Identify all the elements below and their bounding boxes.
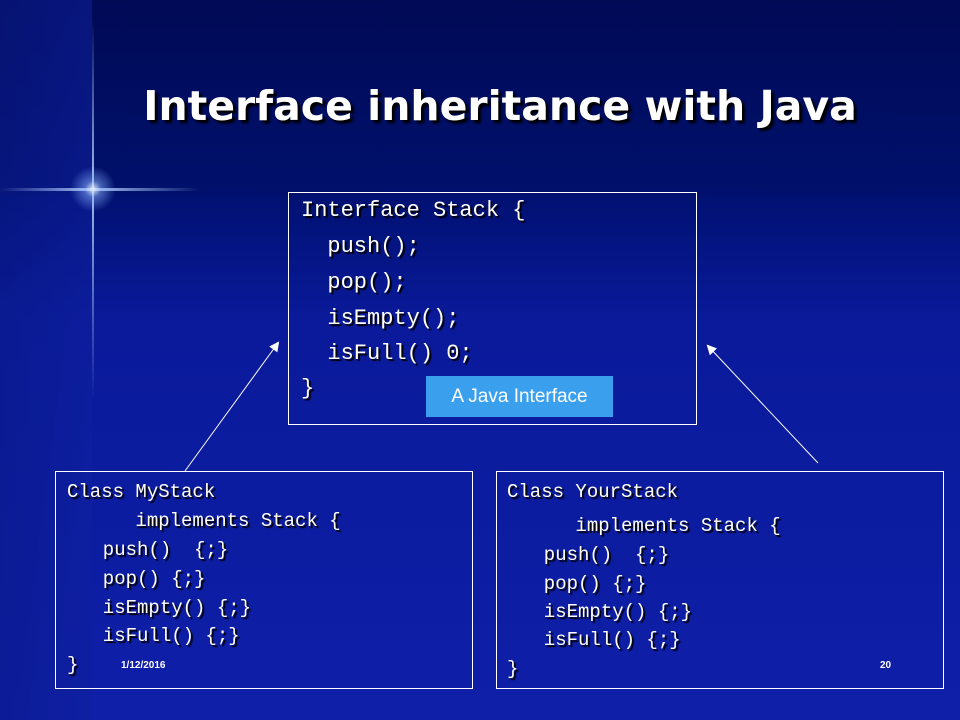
mystack-line: } — [67, 654, 79, 676]
yourstack-line: Class YourStack — [507, 481, 679, 503]
mystack-line: Class MyStack — [67, 481, 216, 503]
header-band — [0, 0, 960, 195]
slide-date: 1/12/2016 — [121, 660, 166, 671]
interface-line: Interface Stack { — [301, 198, 526, 223]
mystack-line: isEmpty() {;} — [80, 597, 252, 619]
interface-line: push(); — [301, 234, 420, 259]
yourstack-line: isFull() {;} — [521, 629, 681, 651]
yourstack-line: push() {;} — [521, 544, 670, 566]
arrow-yourstack-to-interface — [706, 344, 819, 464]
arrow-mystack-to-interface — [184, 341, 280, 472]
yourstack-line: pop() {;} — [521, 573, 647, 595]
mystack-line: push() {;} — [80, 539, 229, 561]
mystack-line: pop() {;} — [80, 568, 206, 590]
interface-line: } — [301, 376, 315, 401]
yourstack-line: implements Stack { — [507, 515, 781, 537]
mystack-line: implements Stack { — [67, 510, 341, 532]
interface-line: pop(); — [301, 270, 407, 295]
light-flare-glow — [70, 166, 116, 212]
left-band — [0, 0, 92, 720]
yourstack-line: isEmpty() {;} — [521, 601, 693, 623]
java-interface-tag: A Java Interface — [426, 376, 613, 417]
interface-line: isFull() 0; — [301, 341, 473, 366]
yourstack-line: } — [507, 658, 519, 680]
mystack-line: isFull() {;} — [80, 625, 240, 647]
slide-title: Interface inheritance with Java — [143, 82, 857, 130]
slide-number: 20 — [880, 660, 892, 671]
interface-line: isEmpty(); — [301, 306, 460, 331]
interface-stack-box: Interface Stack { push(); pop(); isEmpty… — [288, 192, 697, 425]
mystack-class-box: Class MyStack implements Stack { push() … — [55, 471, 473, 689]
yourstack-class-box: Class YourStack implements Stack { push(… — [496, 471, 944, 689]
